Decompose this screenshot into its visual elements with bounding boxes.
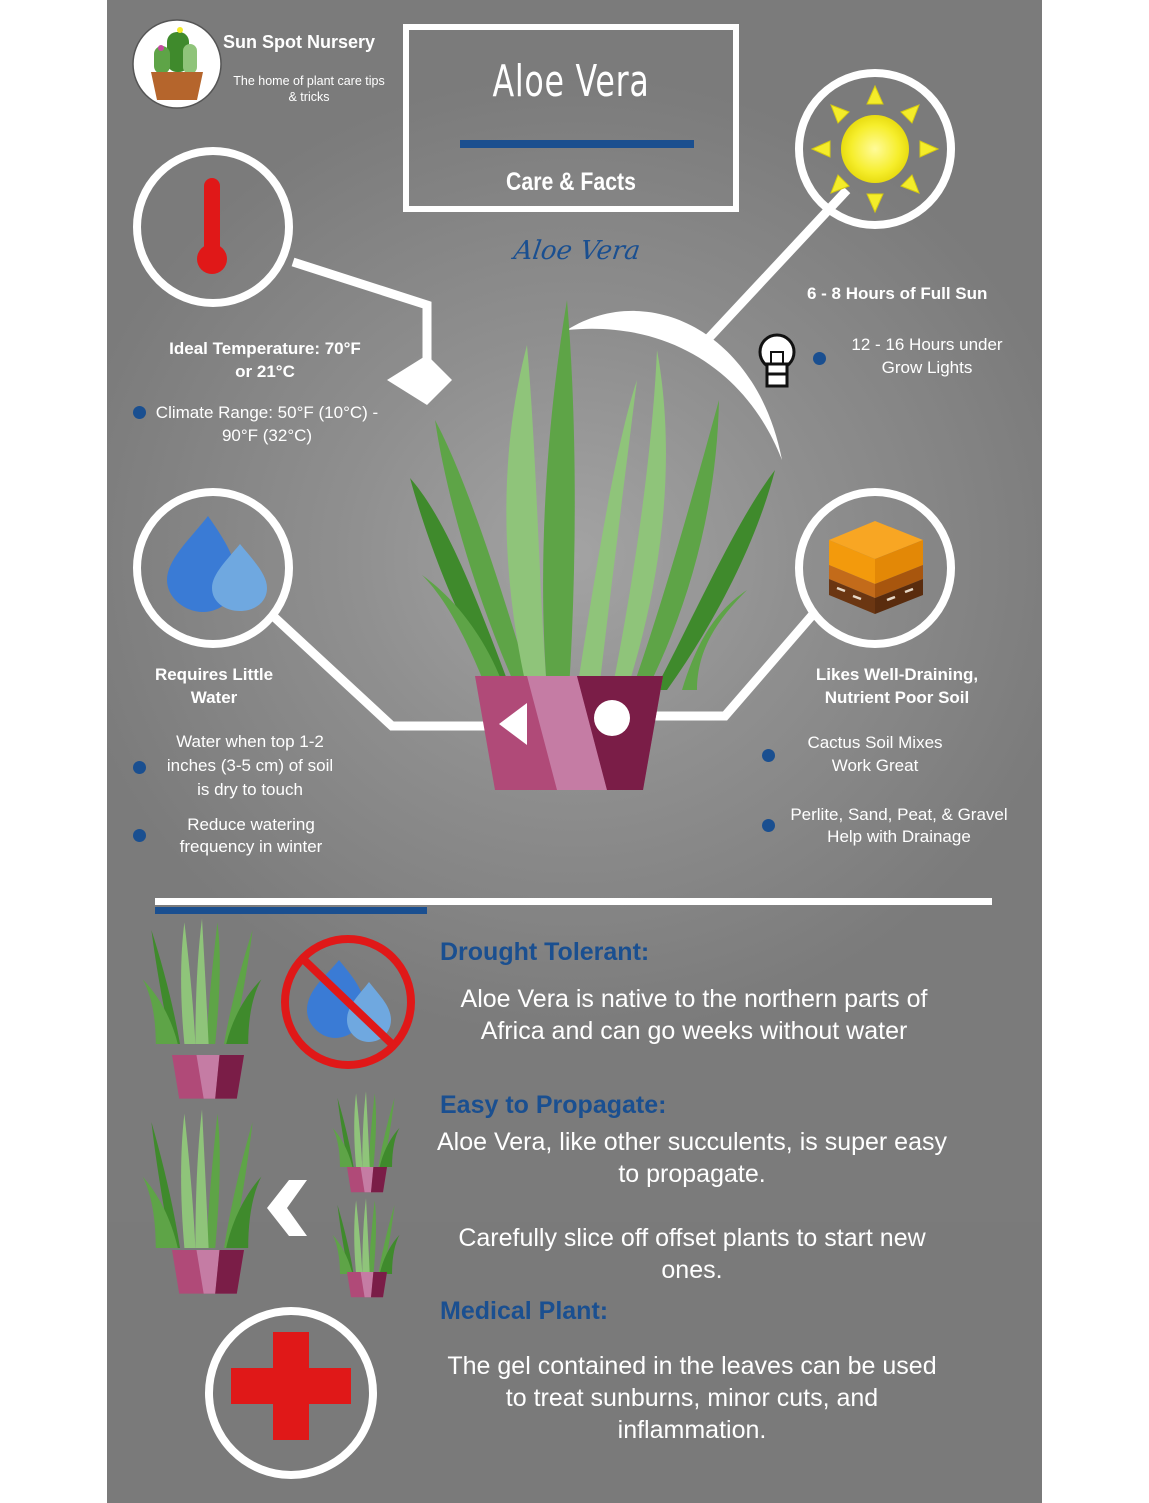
- crescent-arc: [567, 310, 782, 460]
- soil-layers-icon: [829, 521, 923, 614]
- propagate-arrow-icon: [267, 1180, 307, 1236]
- connector-lines: [268, 186, 851, 731]
- bullet-dot: [133, 829, 146, 842]
- bullet-dot: [762, 819, 775, 832]
- lower-background-band: [107, 1222, 1042, 1503]
- page-subtitle: Care & Facts: [506, 168, 636, 196]
- infographic-poster: Sun Spot Nursery The home of plant care …: [107, 0, 1042, 1503]
- fact-heading-drought: Drought Tolerant:: [440, 938, 650, 966]
- bullet-dot: [762, 749, 775, 762]
- soil-tip-1: Cactus Soil Mixes Work Great: [807, 733, 943, 775]
- water-drops-icon: [167, 516, 267, 612]
- soil-heading: Likes Well-Draining, Nutrient Poor Soil: [815, 665, 979, 707]
- title-underline: [460, 140, 694, 148]
- temperature-heading: Ideal Temperature: 70°F or 21°C: [169, 339, 361, 381]
- fact-heading-medical: Medical Plant:: [440, 1297, 609, 1325]
- thermometer-icon: [197, 178, 227, 274]
- central-aloe-plant: [410, 300, 775, 790]
- section-divider: [155, 898, 992, 914]
- bullet-dot: [133, 761, 146, 774]
- bullet-dot: [813, 352, 826, 365]
- soil-tip-2: Perlite, Sand, Peat, & Gravel Help with …: [790, 805, 1008, 846]
- sun-icon: [810, 84, 940, 214]
- no-water-icon: [281, 935, 415, 1069]
- icon-circles: [133, 69, 955, 1479]
- title-box: Aloe Vera Care & Facts: [403, 24, 739, 212]
- grow-lights-text: 12 - 16 Hours under Grow Lights: [851, 335, 1003, 377]
- propagate-offset-plant-top: [332, 1091, 400, 1193]
- light-bulb-icon: [758, 333, 796, 388]
- brand-name: Sun Spot Nursery: [223, 32, 376, 52]
- page-title: Aloe Vera: [492, 56, 650, 107]
- fact-heading-propagate: Easy to Propagate:: [440, 1091, 667, 1119]
- drought-aloe-plant: [142, 918, 262, 1099]
- medical-cross-icon: [231, 1332, 351, 1440]
- fact-text-propagate: Aloe Vera, like other succulents, is sup…: [437, 1128, 947, 1188]
- bullet-dot: [133, 406, 146, 419]
- fact-text-medical: The gel contained in the leaves can be u…: [447, 1352, 937, 1444]
- fact-text-propagate-2: Carefully slice off offset plants to sta…: [458, 1224, 926, 1284]
- script-plant-name: Aloe Vera: [511, 236, 643, 266]
- propagate-parent-plant: [142, 1109, 262, 1294]
- sun-hours-heading: 6 - 8 Hours of Full Sun: [807, 284, 988, 303]
- logo-badge: [132, 19, 222, 109]
- brand-tagline: The home of plant care tips & tricks: [233, 74, 385, 104]
- water-tip-2: Reduce watering frequency in winter: [179, 815, 323, 856]
- water-tip-1: Water when top 1-2 inches (3-5 cm) of so…: [166, 732, 334, 799]
- illustration-layer: [132, 19, 992, 1479]
- water-heading: Requires Little Water: [154, 665, 274, 707]
- climate-range-text: Climate Range: 50°F (10°C) - 90°F (32°C): [155, 403, 379, 445]
- propagate-offset-plant-bottom: [332, 1198, 400, 1298]
- fact-text-drought: Aloe Vera is native to the northern part…: [460, 985, 928, 1045]
